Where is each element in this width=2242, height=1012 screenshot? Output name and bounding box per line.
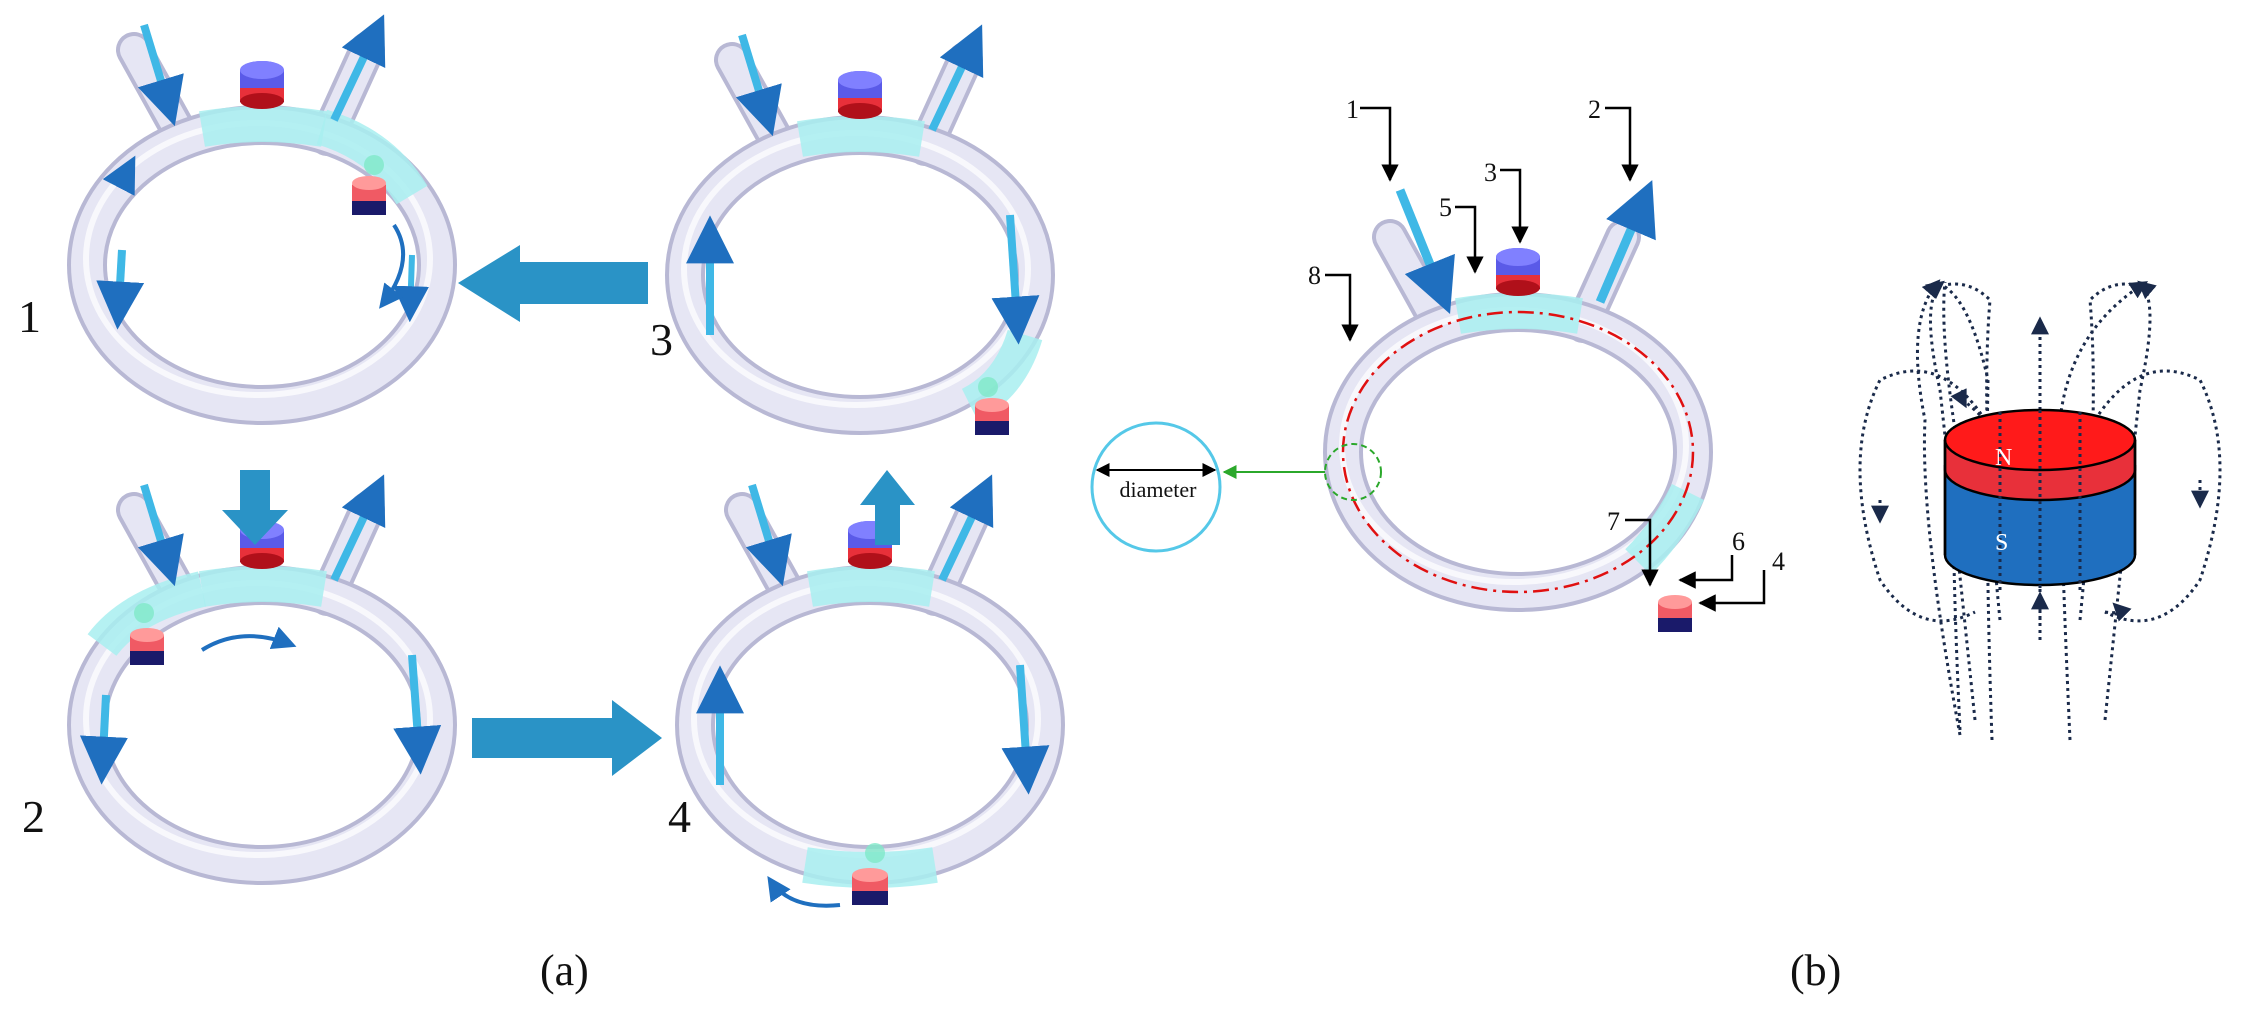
device-step-2 [86, 474, 437, 865]
device-step-3 [684, 24, 1035, 435]
callout-5: 5 [1439, 193, 1452, 222]
callout-1: 1 [1346, 95, 1359, 124]
device-step-4 [694, 474, 1045, 908]
step-label-3: 3 [650, 314, 673, 365]
moving-magnet [1658, 595, 1692, 632]
callout-8: 8 [1308, 261, 1321, 290]
moving-magnet [352, 155, 386, 215]
diameter-inset: diameter [1090, 421, 1325, 553]
process-arrow-2-to-4 [472, 700, 662, 776]
south-label: S [1995, 530, 2008, 556]
process-arrow-3-to-1 [458, 245, 648, 322]
caption-a: (a) [540, 946, 589, 995]
caption-b: (b) [1790, 946, 1841, 995]
callout-3: 3 [1484, 158, 1497, 187]
diameter-label: diameter [1120, 477, 1198, 502]
moving-magnet [130, 603, 164, 665]
moving-magnet [852, 843, 888, 905]
centerline [1341, 310, 1695, 594]
cross-section-marker [1324, 443, 1382, 501]
step-label-4: 4 [668, 791, 691, 842]
step-label-1: 1 [18, 291, 41, 342]
callout-2: 2 [1588, 95, 1601, 124]
callouts [1325, 106, 1766, 612]
moving-magnet [975, 377, 1009, 435]
panel-a: 1 2 3 4 (a) [18, 14, 1045, 995]
callout-numbers: 1 2 3 4 5 6 7 8 [1308, 95, 1785, 576]
callout-7: 7 [1607, 507, 1620, 536]
process-arrow-1-to-2 [222, 470, 288, 545]
bar-magnet-diagram: N S [1858, 279, 2222, 741]
step-label-2: 2 [22, 791, 45, 842]
panel-b-device [1324, 180, 1695, 632]
callout-4: 4 [1772, 547, 1785, 576]
device-step-1 [86, 14, 437, 405]
process-arrow-4-to-3 [860, 470, 915, 545]
callout-6: 6 [1732, 527, 1745, 556]
north-label: N [1995, 445, 2012, 471]
